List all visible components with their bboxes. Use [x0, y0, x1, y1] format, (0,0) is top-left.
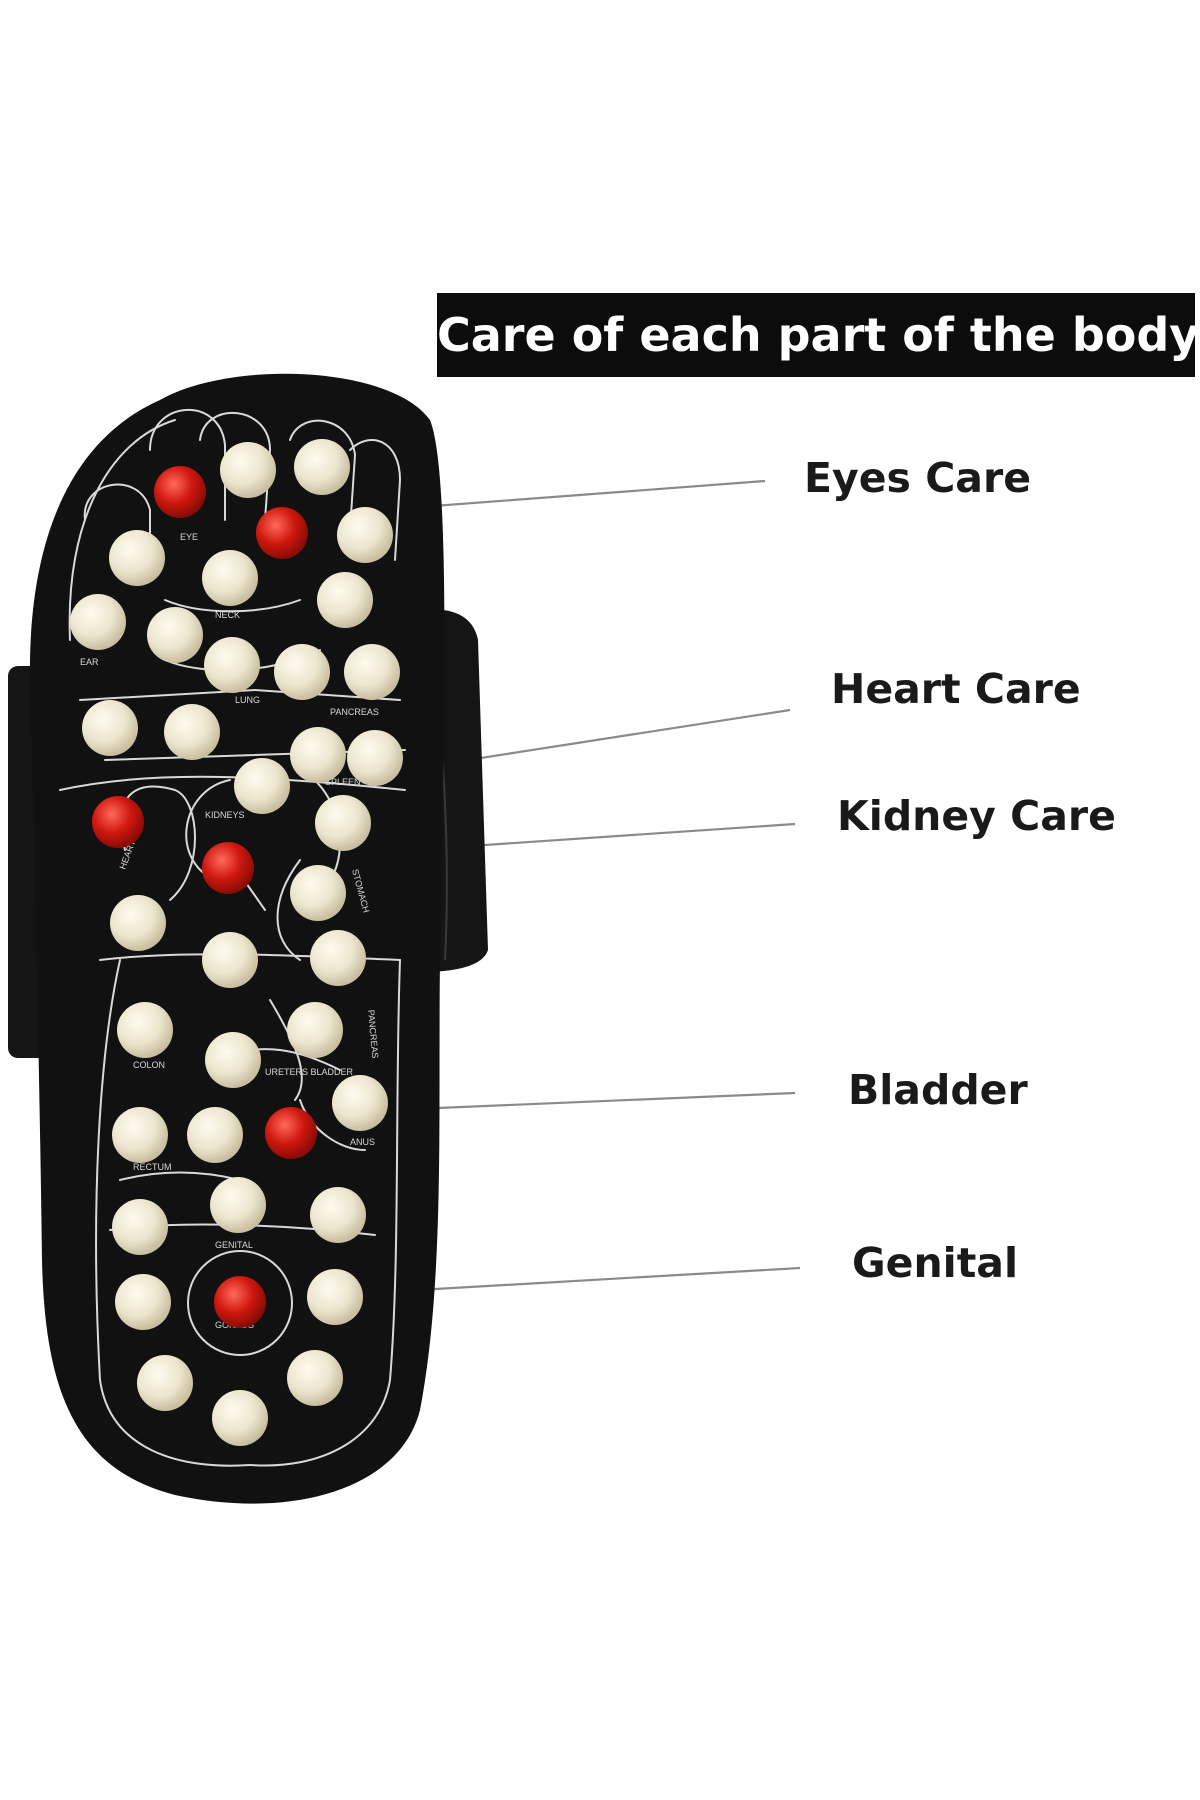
- page-title: Care of each part of the body: [437, 293, 1199, 377]
- red-massage-nub-4: [265, 1107, 317, 1159]
- leader-line-eyes: [419, 479, 766, 509]
- zone-kidneys: KIDNEYS: [205, 810, 245, 820]
- massage-nub-1: [294, 439, 350, 495]
- massage-nub-21: [117, 1002, 173, 1058]
- zone-eye: EYE: [180, 532, 198, 542]
- massage-nub-12: [164, 704, 220, 760]
- leader-line-kidney: [469, 822, 796, 848]
- massage-nub-33: [212, 1390, 268, 1446]
- massage-nub-24: [332, 1075, 388, 1131]
- massage-nub-30: [115, 1274, 171, 1330]
- zone-ear: EAR: [80, 657, 99, 667]
- label-eyes-care: Eyes Care: [804, 454, 1032, 502]
- massage-nub-0: [220, 442, 276, 498]
- leader-line-heart: [454, 708, 791, 764]
- massage-nub-16: [315, 795, 371, 851]
- massage-nub-25: [112, 1107, 168, 1163]
- red-massage-nub-5: [214, 1276, 266, 1328]
- red-massage-nub-3: [202, 842, 254, 894]
- red-massage-nub-2: [92, 796, 144, 848]
- label-genital: Genital: [852, 1239, 1019, 1287]
- zone-lung: LUNG: [235, 695, 260, 705]
- massage-nub-23: [287, 1002, 343, 1058]
- zone-pancreas-lower: PANCREAS: [366, 1009, 380, 1059]
- leader-line-bladder: [389, 1091, 796, 1112]
- massage-nub-2: [109, 530, 165, 586]
- massage-nubs: [70, 439, 403, 1446]
- zone-colon: COLON: [133, 1060, 165, 1070]
- massage-nub-22: [205, 1032, 261, 1088]
- label-kidney-care: Kidney Care: [837, 792, 1116, 840]
- label-heart-care: Heart Care: [831, 665, 1081, 713]
- massage-nub-11: [82, 700, 138, 756]
- massage-nub-28: [310, 1187, 366, 1243]
- zone-ureters-bladder: URETERS BLADDER: [265, 1067, 354, 1077]
- label-bladder: Bladder: [848, 1066, 1028, 1114]
- massage-nub-8: [204, 637, 260, 693]
- massage-nub-26: [187, 1107, 243, 1163]
- massage-nub-27: [210, 1177, 266, 1233]
- massage-nub-9: [274, 644, 330, 700]
- massage-nub-13: [290, 727, 346, 783]
- massage-nub-18: [110, 895, 166, 951]
- massage-nub-3: [202, 550, 258, 606]
- massage-nub-31: [307, 1269, 363, 1325]
- zone-spleen: SPLEEN: [325, 777, 361, 787]
- massage-nub-20: [310, 930, 366, 986]
- red-massage-nub-1: [256, 507, 308, 559]
- red-massage-nub-0: [154, 466, 206, 518]
- massage-nub-32: [137, 1355, 193, 1411]
- massage-nub-4: [337, 507, 393, 563]
- massage-nub-6: [70, 594, 126, 650]
- massage-nub-34: [287, 1350, 343, 1406]
- massage-nub-15: [234, 758, 290, 814]
- zone-neck: NECK: [215, 610, 240, 620]
- massage-nub-7: [147, 607, 203, 663]
- zone-genital: GENITAL: [215, 1240, 253, 1250]
- massage-nub-5: [317, 572, 373, 628]
- zone-anus: ANUS: [350, 1137, 375, 1147]
- massage-nub-14: [347, 730, 403, 786]
- zone-pancreas: PANCREAS: [330, 707, 379, 717]
- massage-nub-10: [344, 644, 400, 700]
- zone-rectum: RECTUM: [133, 1162, 172, 1172]
- massage-nub-17: [290, 865, 346, 921]
- massage-nub-19: [202, 932, 258, 988]
- massage-nub-29: [112, 1199, 168, 1255]
